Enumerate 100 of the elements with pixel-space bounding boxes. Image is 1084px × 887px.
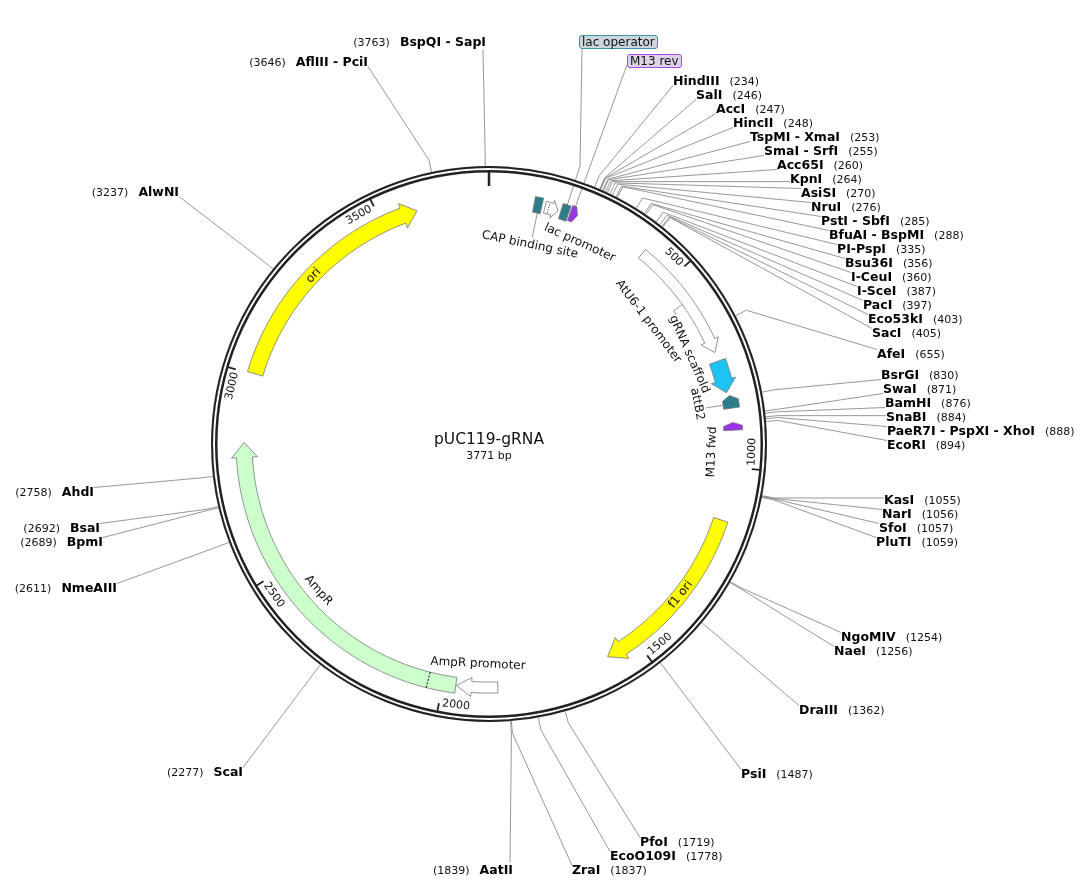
enzyme-name: PacI — [863, 297, 893, 312]
cut-position: (894) — [935, 438, 966, 453]
leader-line — [93, 476, 214, 488]
enzyme-name: TspMI - XmaI — [750, 129, 840, 144]
enzyme-name: NgoMIV — [841, 629, 896, 644]
leader-line — [729, 582, 835, 647]
enzyme-name: PaeR7I - PspXI - XhoI — [887, 423, 1035, 438]
leader-line — [99, 506, 219, 524]
cut-position: (335) — [896, 242, 926, 257]
cut-position: (1778) — [685, 849, 723, 864]
scale-number: 1000 — [745, 437, 759, 467]
leader-line — [761, 495, 885, 499]
leader-line — [564, 710, 641, 838]
cut-position: (2611) — [14, 581, 52, 596]
enzyme-name: EcoRI — [887, 437, 926, 452]
leader-line — [116, 542, 230, 584]
cut-position: (3646) — [249, 55, 286, 70]
leader-line — [761, 497, 877, 538]
binding-site-block — [532, 196, 545, 215]
leader-line — [655, 211, 858, 287]
leader-line — [609, 182, 802, 195]
enzyme-name: NmeAIII — [61, 580, 117, 595]
leader-line — [599, 99, 697, 190]
plasmid-name: pUC119-gRNA — [434, 431, 544, 449]
cut-position: (1254) — [905, 630, 943, 645]
leader-line — [605, 169, 778, 193]
cut-position: (1057) — [916, 521, 954, 536]
cut-position: (356) — [902, 256, 933, 271]
site-block — [722, 395, 741, 410]
leader-line — [606, 181, 791, 193]
scaffold-block — [709, 357, 737, 393]
enzyme-name: HincII — [733, 115, 774, 130]
leader-line — [735, 309, 878, 350]
scale-number: 3000 — [223, 371, 242, 402]
leader-line — [482, 49, 486, 167]
enzyme-name: NruI — [811, 199, 842, 214]
cut-position: (255) — [848, 144, 878, 159]
leader-line — [600, 127, 734, 190]
enzyme-name: ZraI — [572, 862, 601, 877]
leader-line — [367, 66, 432, 173]
feature-label: ori — [302, 264, 324, 286]
plasmid-size: 3771 bp — [466, 449, 512, 463]
enzyme-name: AsiSI — [801, 185, 837, 200]
cut-position: (1059) — [921, 535, 959, 550]
leader-line — [764, 393, 884, 412]
enzyme-name: AhdI — [61, 484, 94, 499]
cut-position: (1056) — [921, 507, 959, 522]
cut-position: (276) — [851, 200, 881, 215]
cut-position: (1839) — [433, 863, 470, 878]
leader-line — [764, 407, 886, 414]
enzyme-name: SfoI — [879, 520, 907, 535]
cut-position: (264) — [832, 172, 862, 187]
enzyme-name: HindIII — [673, 73, 720, 88]
leader-line — [574, 64, 628, 208]
primer-block — [566, 205, 578, 223]
cut-position: (1055) — [924, 493, 961, 508]
enzyme-name: AccI — [716, 101, 746, 116]
enzyme-name: BpmI — [66, 534, 103, 549]
leader-line — [509, 720, 512, 863]
enzyme-name: EcoO109I — [610, 848, 676, 863]
cut-position: (1487) — [776, 767, 813, 782]
cut-position: (1362) — [847, 703, 885, 718]
enzyme-name: AflIII - PciI — [295, 54, 368, 69]
leader-line — [635, 197, 838, 245]
leader-line — [659, 214, 864, 301]
cut-position: (270) — [846, 186, 876, 201]
leader-line — [659, 662, 742, 770]
cut-position: (2758) — [15, 485, 52, 500]
leader-line — [661, 216, 869, 315]
enzyme-name: BsaI — [69, 520, 100, 535]
leader-line — [594, 85, 674, 188]
enzyme-name: SalI — [696, 87, 723, 102]
enzyme-name: Eco53kI — [868, 311, 923, 326]
cut-position: (403) — [932, 312, 963, 327]
feature-label: f1 ori — [665, 577, 696, 611]
leader-line — [615, 185, 822, 217]
enzyme-name: Acc65I — [777, 157, 824, 172]
leader-line — [765, 417, 888, 427]
cut-position: (247) — [755, 102, 785, 117]
cut-position: (2689) — [20, 535, 57, 550]
cut-position: (253) — [850, 130, 880, 145]
cut-position: (285) — [899, 214, 930, 229]
cut-position: (260) — [833, 158, 864, 173]
enzyme-name: NarI — [882, 506, 912, 521]
leader-line — [102, 507, 219, 538]
leader-line — [616, 186, 830, 231]
leader-line — [701, 622, 800, 706]
cut-position: (234) — [729, 74, 760, 89]
enzyme-name: PstI - SbfI — [821, 213, 890, 228]
leader-line — [673, 304, 683, 316]
scale-number: 2000 — [441, 697, 471, 713]
enzyme-name: BfuAI - BspMI — [829, 227, 925, 242]
enzyme-name: PsiI — [741, 766, 767, 781]
leader-line — [531, 213, 538, 238]
enzyme-name: PluTI — [876, 534, 912, 549]
cut-position: (2692) — [23, 521, 60, 536]
cut-position: (2277) — [166, 765, 204, 780]
cut-position: (884) — [936, 410, 967, 425]
enzyme-name: SmaI - SrfI — [764, 143, 839, 158]
enzyme-name: BspQI - SapI — [399, 34, 486, 49]
